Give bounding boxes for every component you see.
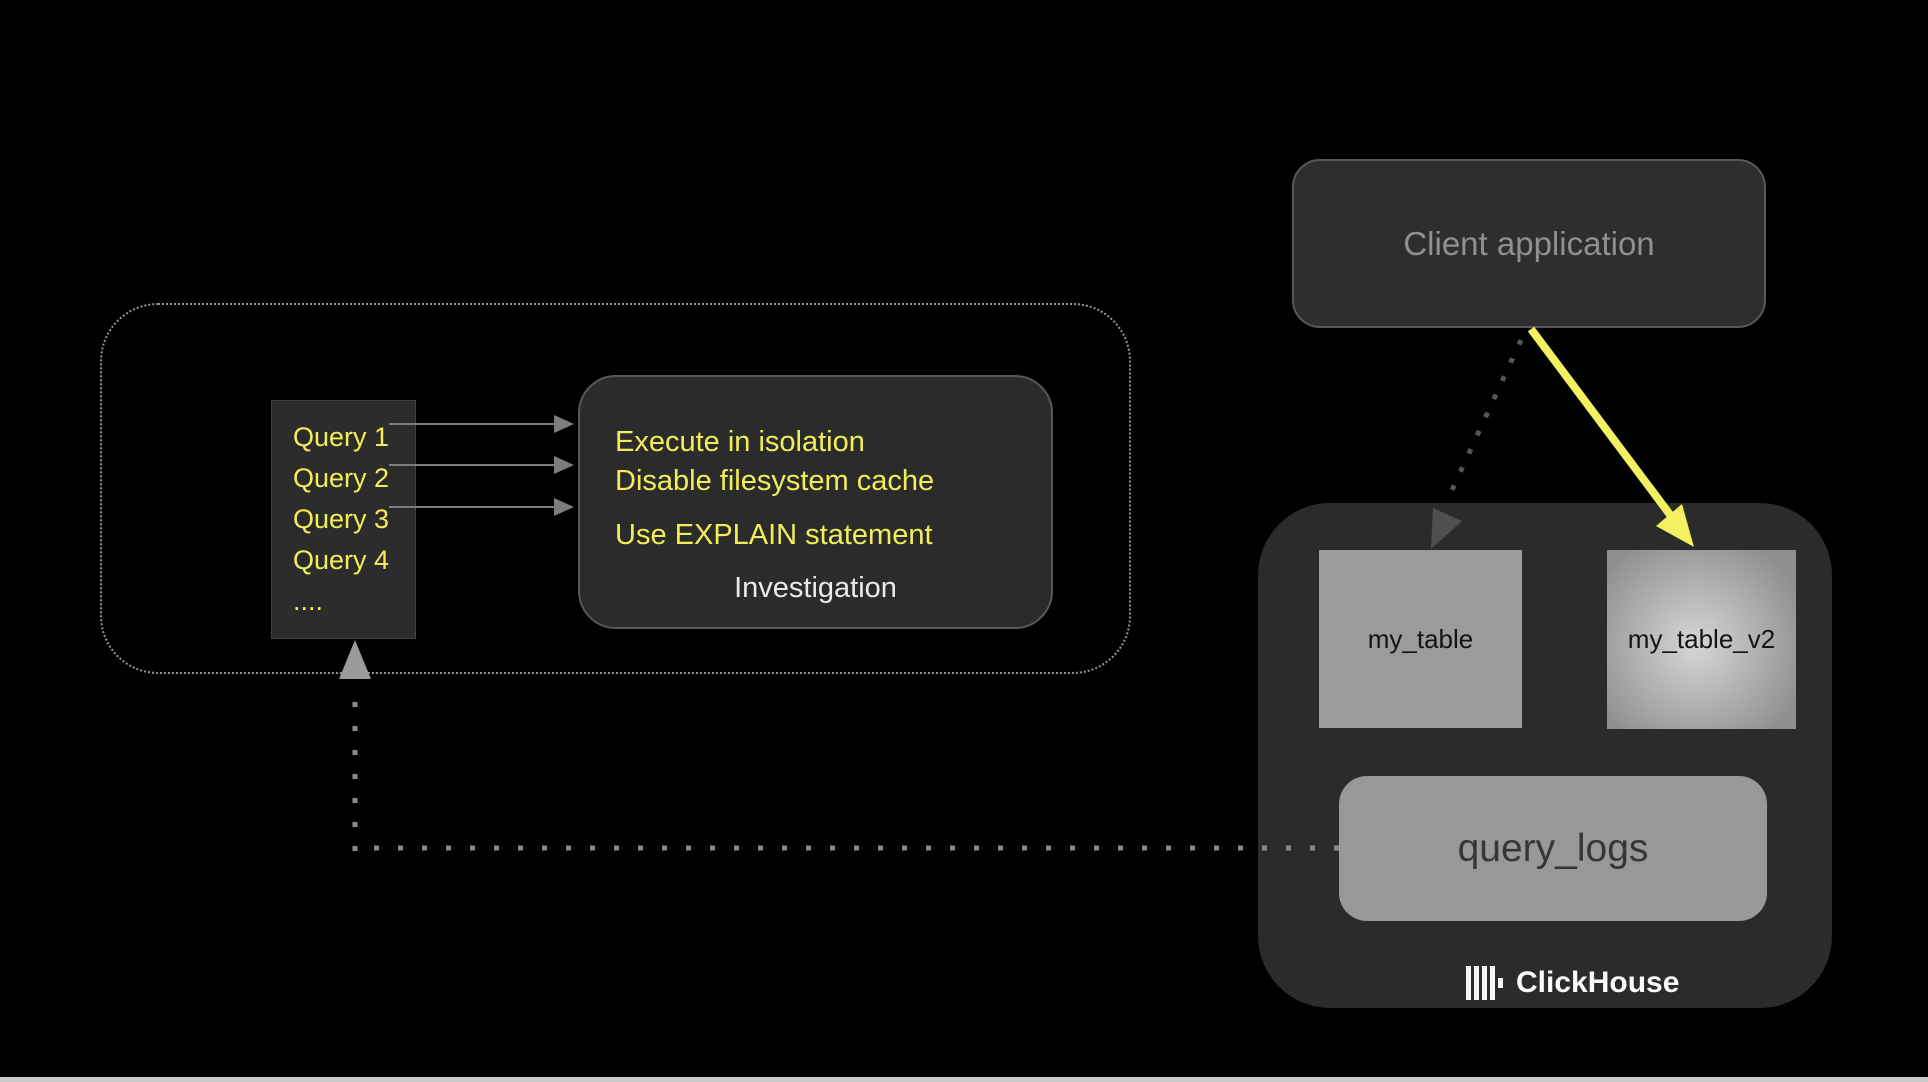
query-list-box: Query 1 Query 2 Query 3 Query 4 .... [271,400,416,639]
query-item: Query 1 [293,422,390,452]
query-item: Query 2 [293,463,390,493]
query-item: Query 3 [293,504,390,534]
my-table-node: my_table [1319,550,1522,728]
client-application-node: Client application [1292,159,1766,328]
bottom-edge-strip [0,1077,1928,1082]
query-logs-label: query_logs [1457,826,1649,870]
query-item: Query 4 [293,545,390,575]
clickhouse-logo: ClickHouse [1466,966,1679,1000]
query-logs-node: query_logs [1339,776,1767,921]
query-item-ellipsis: .... [293,586,324,616]
my-table-label: my_table [1367,623,1474,654]
my-table-v2-label: my_table_v2 [1627,624,1776,654]
client-application-label: Client application [1403,224,1655,262]
investigation-tip: Use EXPLAIN statement [615,519,933,551]
my-table-v2-node: my_table_v2 [1607,550,1796,729]
investigation-title: Investigation [734,572,897,604]
clickhouse-bars-icon [1466,966,1506,1000]
investigation-tip: Execute in isolation [615,426,865,458]
investigation-tip: Disable filesystem cache [615,465,935,497]
clickhouse-wordmark: ClickHouse [1516,966,1680,999]
investigation-group-outline [100,303,1131,674]
investigation-box: Execute in isolation Disable filesystem … [578,375,1053,629]
